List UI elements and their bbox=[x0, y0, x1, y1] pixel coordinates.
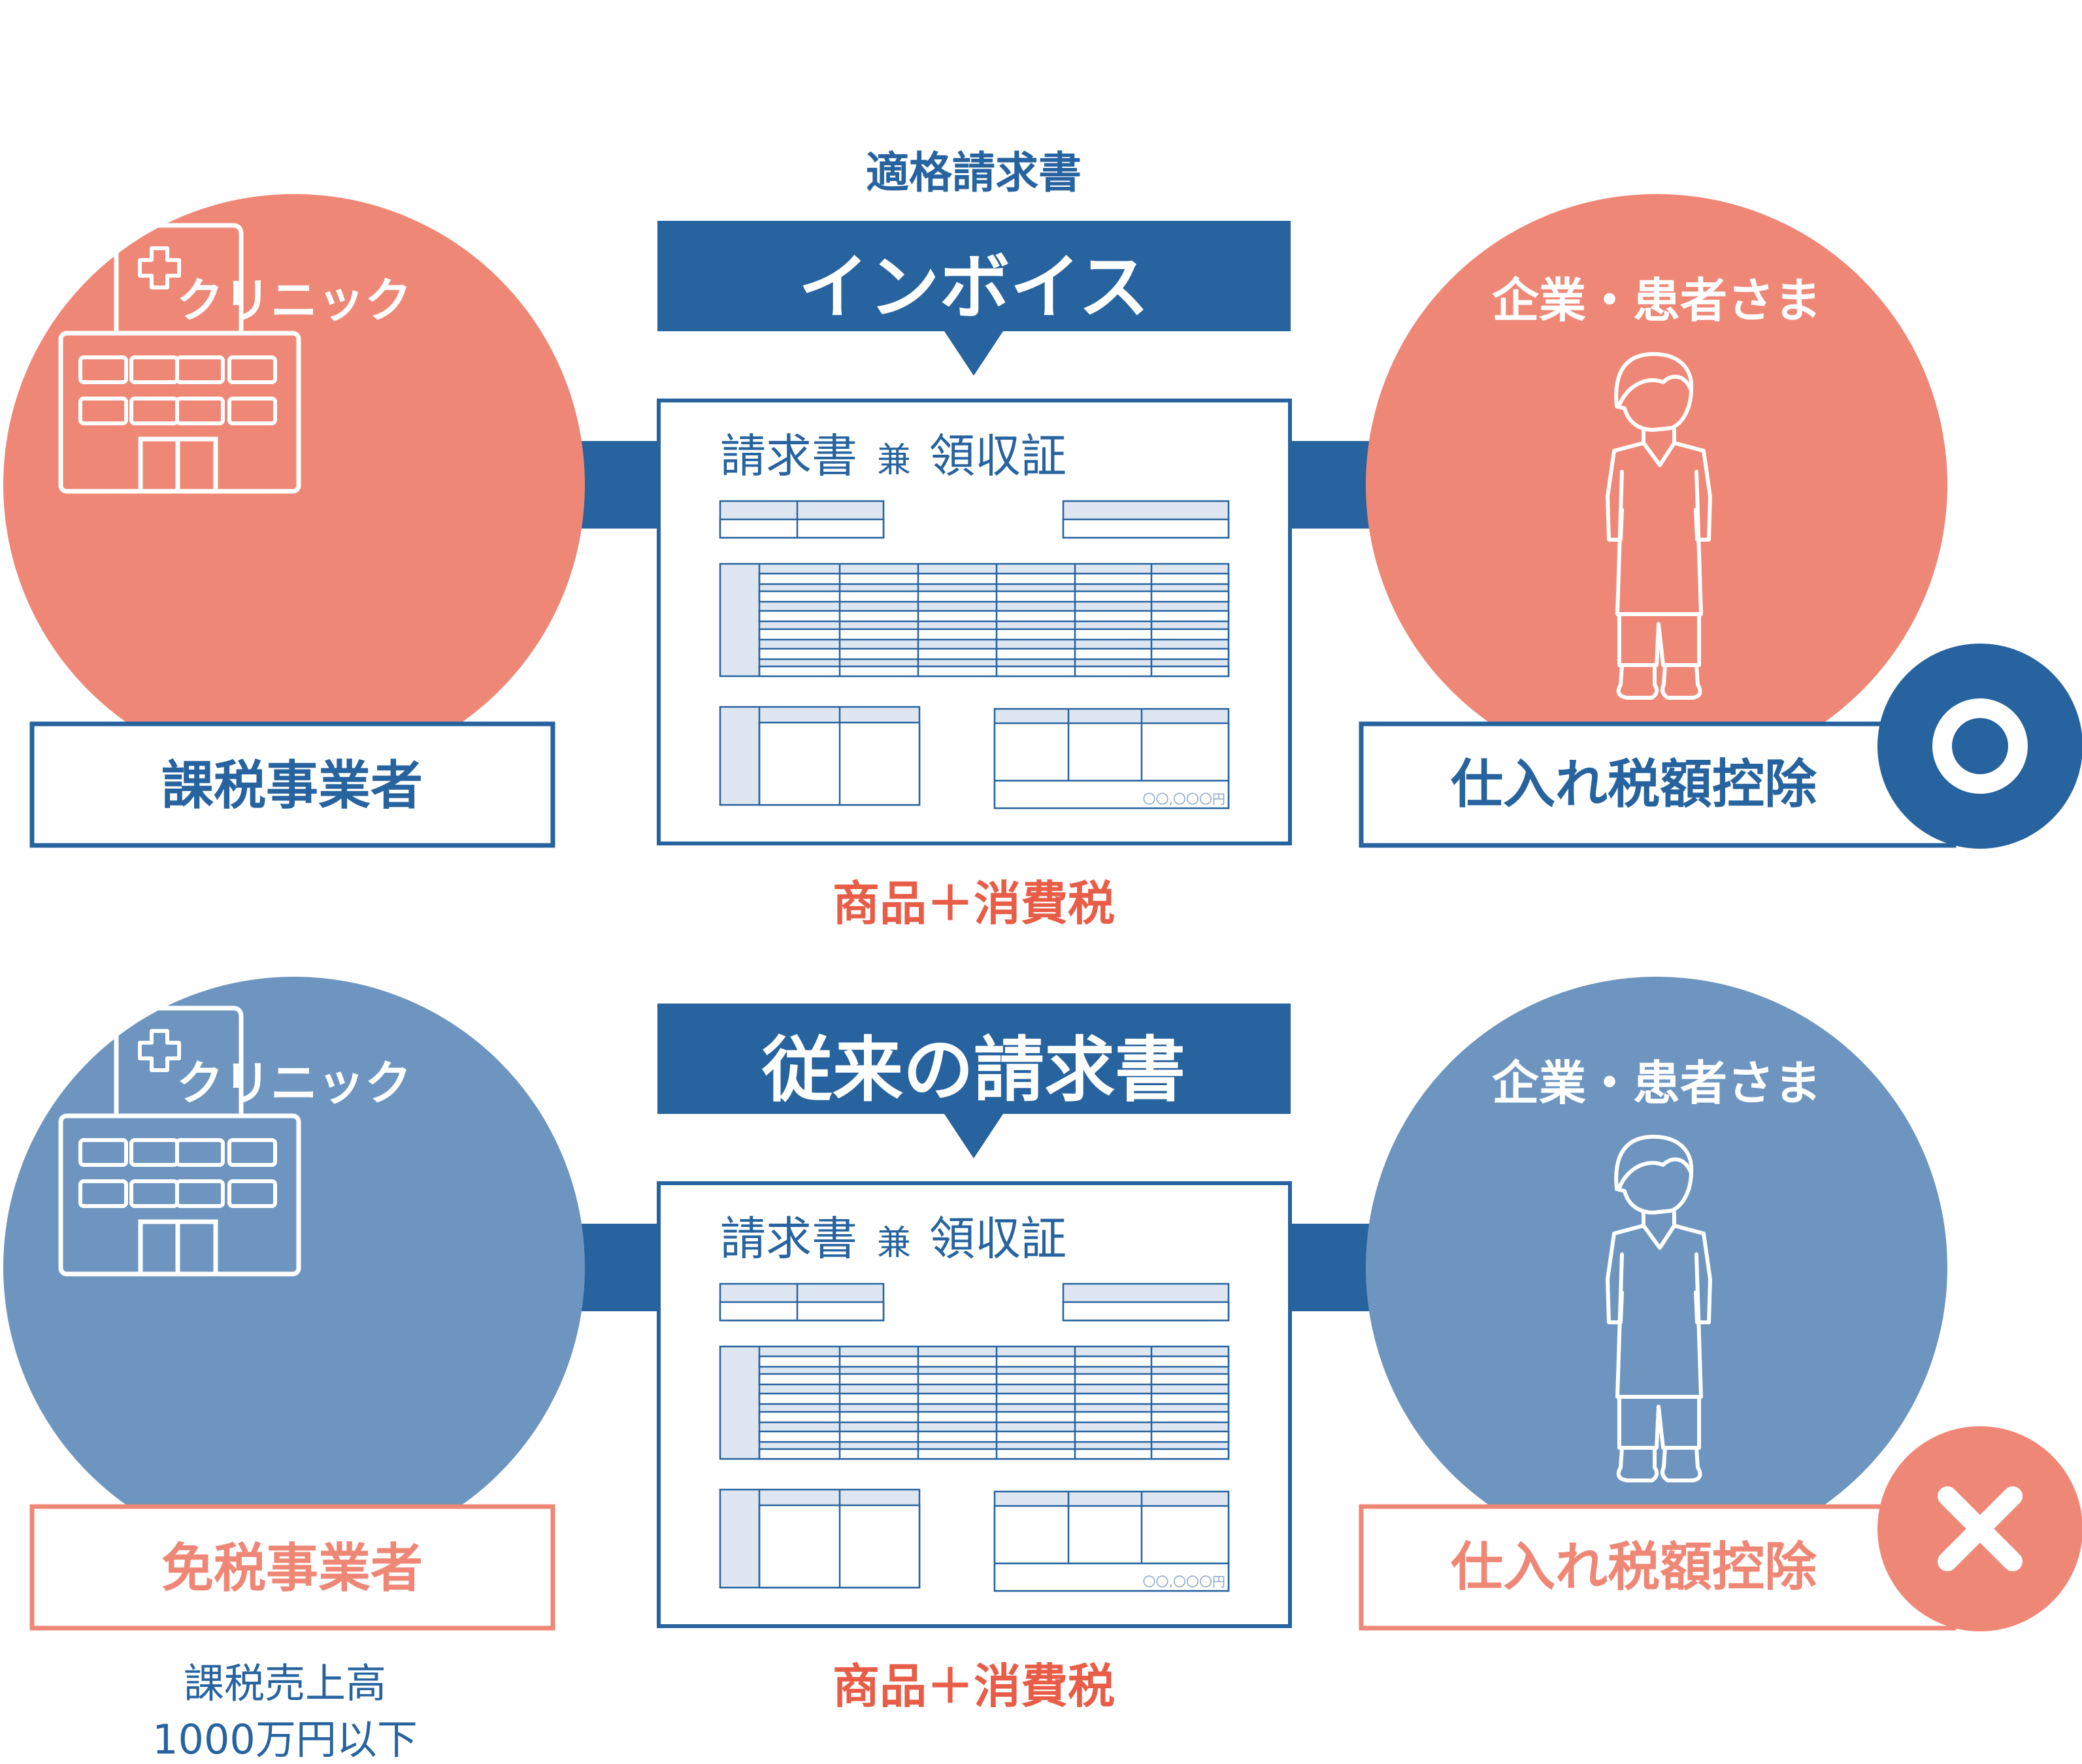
clinic-note-line-2: 1000万円以下 bbox=[152, 1716, 418, 1763]
invoice-caption: 適格請求書 bbox=[866, 148, 1082, 198]
bottom-row: クリニック 免税事業者 課税売上高 1000万円以下 企業・患者さま 仕入れ税額… bbox=[3, 977, 2082, 1763]
doc-amount: 〇〇,〇〇〇円 bbox=[1143, 1574, 1225, 1590]
doc-title-rest: 領収証 bbox=[929, 429, 1066, 483]
clinic-label: クリニック bbox=[176, 1056, 412, 1111]
customer-circle bbox=[1366, 194, 1947, 776]
invoice-banner-label: 従来の請求書 bbox=[761, 1030, 1185, 1111]
doc-title-main: 請求書 bbox=[720, 429, 857, 483]
doc-title: 請求書兼領収証 bbox=[720, 429, 1066, 483]
doc-title-small: 兼 bbox=[877, 1224, 911, 1263]
result-label: 仕入れ税額控除 bbox=[1451, 754, 1817, 815]
clinic-circle bbox=[3, 194, 585, 776]
customer-label: 企業・患者さま bbox=[1492, 273, 1821, 328]
clinic-status-box bbox=[29, 721, 555, 848]
circle-icon bbox=[1932, 698, 2028, 794]
price-note: 商品＋消費税 bbox=[833, 876, 1115, 931]
clinic-status-box bbox=[29, 1504, 555, 1631]
price-note: 商品＋消費税 bbox=[833, 1659, 1115, 1714]
clinic-status-label: 免税事業者 bbox=[161, 1538, 423, 1599]
top-row: クリニック 課税事業者 企業・患者さま 仕入れ税額控除 適格請求書 インボイス … bbox=[3, 148, 2082, 931]
result-badge bbox=[1877, 644, 2082, 849]
clinic-note-line-1: 課税売上高 bbox=[184, 1659, 386, 1707]
invoice-banner-label: インボイス bbox=[799, 247, 1149, 329]
doc-amount: 〇〇,〇〇〇円 bbox=[1143, 791, 1225, 807]
clinic-label: クリニック bbox=[176, 273, 412, 328]
clinic-circle bbox=[3, 977, 585, 1558]
invoice-banner bbox=[657, 221, 1291, 376]
invoice-banner bbox=[657, 1004, 1291, 1158]
result-label: 仕入れ税額控除 bbox=[1451, 1537, 1817, 1597]
clinic-status-label: 課税事業者 bbox=[161, 755, 423, 816]
customer-circle bbox=[1366, 977, 1947, 1558]
cross-icon bbox=[1938, 1486, 2023, 1571]
doc-title: 請求書兼領収証 bbox=[720, 1212, 1066, 1266]
doc-title-main: 請求書 bbox=[720, 1212, 857, 1266]
customer-label: 企業・患者さま bbox=[1492, 1056, 1821, 1111]
doc-title-small: 兼 bbox=[877, 441, 911, 480]
doc-title-rest: 領収証 bbox=[929, 1212, 1066, 1266]
